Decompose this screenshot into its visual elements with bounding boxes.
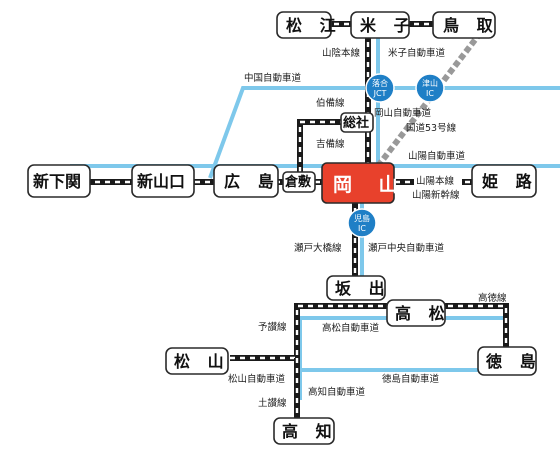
label-kochi-expressway: 高知自動車道 bbox=[308, 386, 366, 398]
label-sanyo-shinkansen: 山陽新幹線 bbox=[412, 189, 460, 201]
label-matsuyama-expressway: 松山自動車道 bbox=[228, 373, 286, 385]
label-chugoku-expressway: 中国自動車道 bbox=[244, 72, 302, 84]
label-okayama-expressway: 岡山自動車道 bbox=[374, 107, 432, 119]
station-shinshimonoseki: 新下関 bbox=[27, 164, 91, 198]
station-tokushima: 徳 島 bbox=[477, 346, 542, 376]
svg-text:倉敷: 倉敷 bbox=[284, 174, 312, 190]
chugoku-expressway bbox=[208, 86, 560, 179]
station-tottori: 鳥 取 bbox=[432, 11, 499, 39]
svg-text:IC: IC bbox=[358, 224, 366, 233]
svg-text:松 山: 松 山 bbox=[174, 352, 230, 371]
label-hakubi-line: 伯備線 bbox=[316, 97, 345, 109]
label-kibi-line: 吉備線 bbox=[316, 138, 345, 150]
svg-text:総社: 総社 bbox=[343, 115, 369, 131]
svg-text:新山口: 新山口 bbox=[137, 172, 185, 191]
station-matsuyama: 松 山 bbox=[165, 347, 230, 375]
svg-text:姫 路: 姫 路 bbox=[482, 172, 538, 191]
station-kurashiki: 倉敷 bbox=[282, 171, 316, 193]
svg-text:落合: 落合 bbox=[372, 78, 388, 88]
station-takamatsu: 高 松 bbox=[386, 299, 451, 327]
label-kotoku-line: 高徳線 bbox=[478, 292, 507, 304]
svg-text:鳥 取: 鳥 取 bbox=[443, 16, 499, 35]
tsuyama-ic-icon: 津山 IC bbox=[415, 73, 445, 103]
svg-text:松 江: 松 江 bbox=[286, 16, 342, 35]
svg-text:坂 出: 坂 出 bbox=[335, 279, 391, 298]
svg-text:高 松: 高 松 bbox=[395, 304, 451, 323]
label-route53: 国道53号線 bbox=[406, 122, 457, 134]
label-takamatsu-expressway: 高松自動車道 bbox=[322, 322, 380, 334]
station-matsue: 松 江 bbox=[276, 11, 342, 39]
label-yosan-line: 予讃線 bbox=[258, 321, 287, 333]
svg-text:徳 島: 徳 島 bbox=[485, 352, 542, 371]
expressway-network bbox=[70, 22, 560, 400]
station-hiroshima: 広 島 bbox=[213, 164, 280, 198]
station-himeji: 姫 路 bbox=[471, 164, 538, 198]
label-seto-chuo-expressway: 瀬戸中央自動車道 bbox=[368, 242, 445, 254]
station-sakaide: 坂 出 bbox=[326, 275, 391, 301]
station-soja: 総社 bbox=[340, 112, 374, 133]
label-yonago-expressway: 米子自動車道 bbox=[388, 47, 446, 59]
svg-text:IC: IC bbox=[426, 89, 434, 98]
svg-text:児島: 児島 bbox=[354, 213, 370, 223]
ochiai-jct-icon: 落合 JCT bbox=[365, 73, 395, 103]
svg-text:高 知: 高 知 bbox=[282, 422, 338, 441]
svg-text:新下関: 新下関 bbox=[33, 172, 81, 191]
line-labels: 山陰本線 米子自動車道 中国自動車道 伯備線 岡山自動車道 国道53号線 吉備線… bbox=[228, 47, 507, 409]
svg-text:広 島: 広 島 bbox=[224, 172, 280, 191]
kojima-ic-icon: 児島 IC bbox=[347, 208, 377, 238]
label-sanyo-expressway: 山陽自動車道 bbox=[408, 150, 466, 162]
kibi-line bbox=[297, 119, 350, 182]
station-okayama: 岡 山 bbox=[321, 162, 408, 204]
label-tokushima-expressway: 徳島自動車道 bbox=[382, 373, 440, 385]
station-shinyamaguchi: 新山口 bbox=[131, 164, 195, 198]
station-kochi: 高 知 bbox=[273, 417, 338, 445]
station-yonago: 米 子 bbox=[350, 11, 416, 39]
label-dosan-line: 土讃線 bbox=[258, 397, 287, 409]
svg-text:米 子: 米 子 bbox=[360, 16, 416, 35]
svg-text:津山: 津山 bbox=[422, 78, 438, 88]
label-seto-ohashi-line: 瀬戸大橋線 bbox=[294, 242, 342, 254]
yosan-kotoku-line bbox=[230, 303, 509, 361]
svg-text:岡 山: 岡 山 bbox=[333, 174, 408, 196]
label-sanyo-main: 山陽本線 bbox=[416, 175, 455, 187]
label-sanin-main: 山陰本線 bbox=[322, 47, 361, 59]
svg-text:JCT: JCT bbox=[373, 89, 387, 98]
